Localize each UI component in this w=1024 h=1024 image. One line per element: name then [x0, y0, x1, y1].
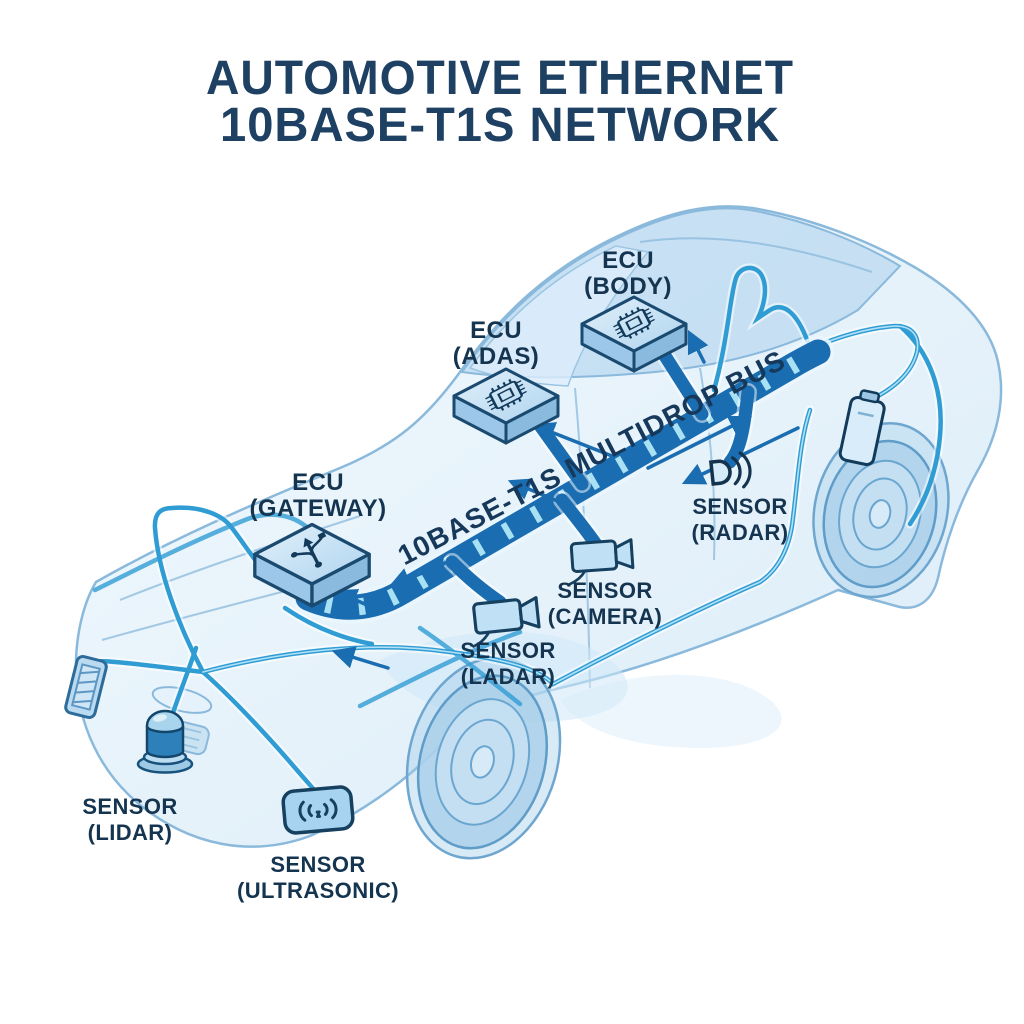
page-title: AUTOMOTIVE ETHERNET 10BASE-T1S NETWORK — [206, 52, 794, 152]
arrow-to-gateway-1 — [387, 558, 454, 590]
arrow-to-adas-1 — [531, 422, 614, 458]
ecu-adas-line2: (ADAS) — [453, 343, 539, 370]
arrow-to-gateway-2 — [333, 589, 380, 612]
video-camera-icon — [568, 538, 635, 586]
rear-wheel — [812, 422, 950, 599]
ultrasonic-waves-icon — [281, 785, 355, 835]
label-ecu-body: ECU (BODY) — [584, 247, 672, 300]
chip-icon — [485, 378, 527, 411]
label-sensor-ladar: SENSOR (LADAR) — [460, 638, 555, 689]
cable-hood-loop — [152, 505, 273, 675]
ecu-gateway-line1: ECU — [292, 469, 344, 496]
chip-icon — [613, 306, 655, 339]
ecu-body-line1: ECU — [602, 247, 654, 274]
sensor-camera-line1: SENSOR — [557, 578, 652, 603]
sensor-ultrasonic-line1: SENSOR — [270, 852, 365, 877]
lidar-cylinder-icon — [136, 709, 194, 774]
label-sensor-radar: SENSOR (RADAR) — [692, 494, 789, 545]
video-camera-icon-ladar — [472, 596, 541, 648]
label-sensor-lidar: SENSOR (LIDAR) — [82, 794, 177, 845]
radar-waves-icon — [708, 451, 752, 489]
ecu-gateway-box — [253, 522, 371, 608]
front-grille-panel-icon — [64, 655, 108, 719]
sensor-ladar-line1: SENSOR — [460, 638, 555, 663]
sensor-radar-line2: (RADAR) — [692, 520, 789, 545]
cable-gateway-branch — [282, 605, 375, 647]
label-sensor-ultrasonic: SENSOR (ULTRASONIC) — [237, 852, 399, 903]
title-line-1: AUTOMOTIVE ETHERNET — [206, 52, 794, 105]
ecu-body-line2: (BODY) — [584, 273, 672, 300]
ecu-adas-box — [452, 367, 560, 445]
sensor-ladar-line2: (LADAR) — [461, 664, 555, 689]
cable-to-ultrasonic — [200, 669, 319, 795]
usb-hub-icon — [290, 531, 327, 568]
arrow-to-body — [687, 329, 709, 364]
drop-to-ladar — [445, 555, 507, 609]
ecu-adas-line1: ECU — [470, 317, 522, 344]
arrow-to-adas-2 — [507, 478, 576, 510]
cable-under-floor — [357, 625, 523, 709]
cable-hood-to-gateway — [92, 512, 315, 593]
arrow-up-right — [646, 415, 753, 470]
cable-rear-pillar — [897, 323, 943, 527]
drop-to-body — [653, 341, 709, 421]
underbody-swirl-2 — [560, 674, 782, 748]
sensor-camera-line2: (CAMERA) — [548, 604, 662, 629]
sensor-radar-line1: SENSOR — [692, 494, 787, 519]
sensor-lidar-line1: SENSOR — [82, 794, 177, 819]
wiring-harness — [85, 263, 946, 797]
rear-connector-icon — [838, 389, 886, 467]
label-sensor-camera: SENSOR (CAMERA) — [548, 578, 662, 629]
label-ecu-adas: ECU (ADAS) — [453, 317, 539, 370]
cable-roof-loop — [711, 265, 813, 393]
front-wheel — [405, 656, 562, 860]
sensor-ultrasonic-line2: (ULTRASONIC) — [237, 878, 399, 903]
ecu-gateway-line2: (GATEWAY) — [250, 495, 387, 522]
sensor-lidar-line2: (LIDAR) — [88, 820, 173, 845]
title-line-2: 10BASE-T1S NETWORK — [220, 99, 780, 152]
ecu-body-box — [580, 295, 688, 373]
arrow-to-gateway-3 — [331, 646, 390, 670]
label-ecu-gateway: ECU (GATEWAY) — [250, 469, 387, 522]
